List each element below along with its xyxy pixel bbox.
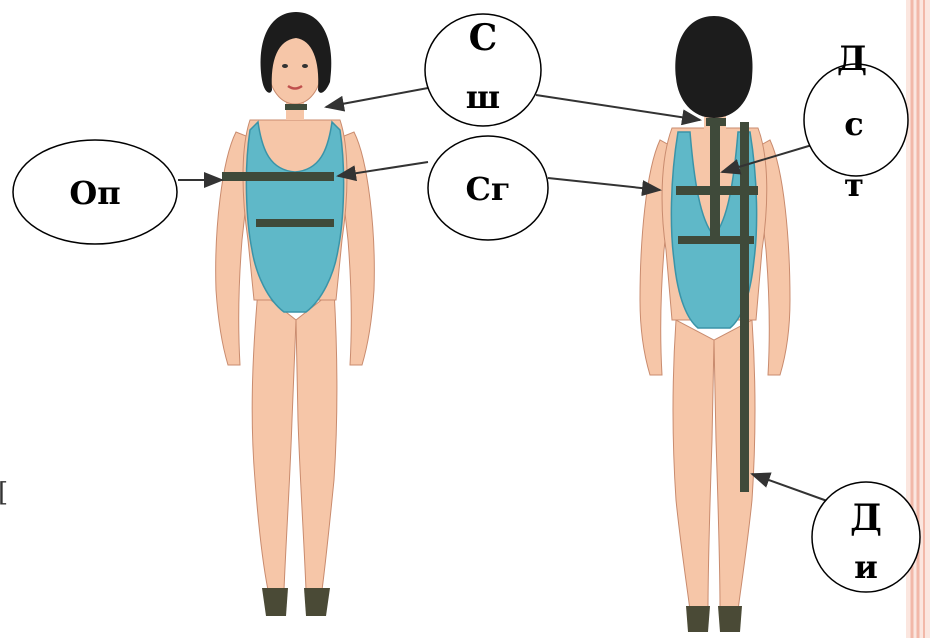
stray-bracket: [: [0, 478, 8, 508]
svg-text:С: С: [469, 17, 498, 59]
svg-text:с: с: [844, 105, 863, 143]
svg-text:ш: ш: [466, 78, 500, 116]
chest-tape-front: [222, 172, 334, 181]
neck-tape-front: [285, 104, 307, 110]
label-sg: Сг: [428, 136, 548, 240]
arrow-di: [752, 474, 830, 502]
svg-text:Оп: Оп: [69, 174, 120, 212]
arrow-ssh-front: [326, 88, 428, 107]
arrow-sg-back: [548, 178, 660, 190]
product-length-tape: [740, 122, 749, 492]
svg-text:т: т: [844, 166, 864, 204]
label-op: Оп: [13, 140, 177, 244]
back-length-tape: [710, 122, 720, 242]
svg-text:и: и: [854, 548, 878, 586]
svg-text:Д: Д: [850, 497, 882, 539]
label-ssh: С ш: [425, 14, 541, 126]
back-figure: [640, 16, 790, 632]
svg-text:Д: Д: [837, 39, 867, 79]
arrow-ssh-back: [536, 95, 700, 120]
label-di: Д и: [812, 482, 920, 592]
label-dst: Д с т: [804, 39, 908, 204]
svg-text:Сг: Сг: [465, 170, 510, 208]
waist-tape-front: [256, 219, 334, 227]
